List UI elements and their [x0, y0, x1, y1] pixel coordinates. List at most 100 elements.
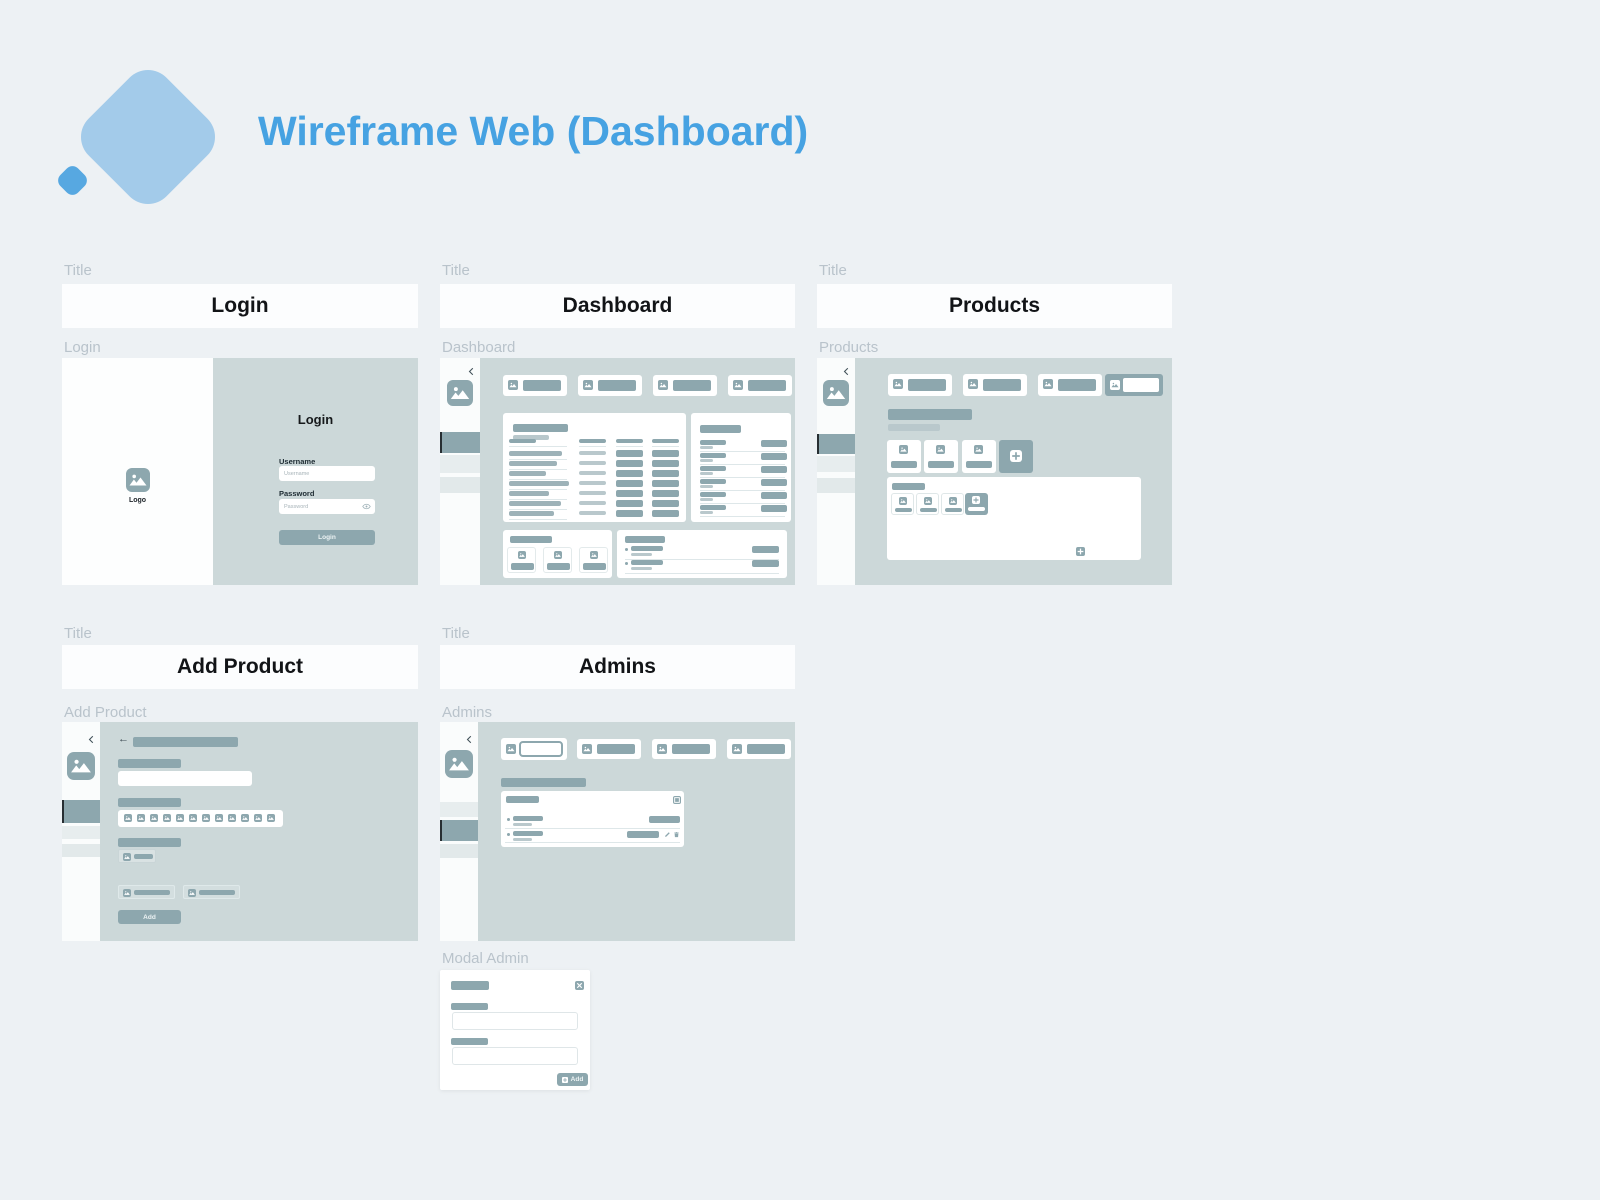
image-icon: [936, 445, 945, 454]
modal-add-button[interactable]: Add: [557, 1073, 588, 1086]
close-icon[interactable]: [575, 981, 584, 990]
product-name-input[interactable]: [118, 771, 252, 786]
icon-glyph: [674, 833, 679, 838]
icon-glyph: [735, 382, 738, 385]
collapse-sidebar-icon[interactable]: [843, 367, 849, 376]
placeholder-bar: [506, 796, 539, 803]
card-action-icon[interactable]: [673, 796, 681, 804]
sidebar-item[interactable]: [62, 826, 100, 839]
icon-glyph: [950, 500, 956, 503]
placeholder-bar: [895, 508, 912, 512]
placeholder-bar: [631, 567, 652, 570]
back-arrow[interactable]: ←: [118, 733, 129, 745]
placeholder-bar: [579, 491, 606, 495]
placeholder-bar: [579, 501, 606, 505]
search-input[interactable]: [1123, 378, 1159, 392]
icon-glyph: [674, 797, 680, 803]
sidebar-logo-placeholder: [67, 752, 95, 780]
icon-glyph: [452, 757, 457, 762]
image-icon: [924, 497, 932, 505]
sidebar-item[interactable]: [440, 477, 480, 493]
icon-glyph: [733, 747, 741, 752]
stat-icon: [968, 379, 978, 389]
frame-label: Title: [819, 262, 847, 279]
icon-glyph: [189, 892, 195, 895]
icon-glyph: [138, 816, 144, 820]
password-input[interactable]: Password: [279, 499, 375, 514]
icon-glyph: [466, 735, 472, 744]
add-product-card[interactable]: [999, 440, 1033, 473]
placeholder-bar: [199, 890, 235, 895]
icon-glyph: [450, 390, 470, 399]
collapse-sidebar-icon[interactable]: [466, 735, 472, 744]
modal-field-1[interactable]: [452, 1012, 578, 1030]
page-title-bar: [888, 409, 972, 420]
icon-glyph: [584, 746, 587, 749]
edit-icon[interactable]: [664, 831, 671, 838]
title-frame-dashboard: Dashboard: [440, 284, 795, 328]
sidebar-item-active[interactable]: [817, 434, 855, 454]
icon-glyph: [520, 553, 522, 555]
login-heading: Login: [297, 412, 334, 427]
placeholder-bar: [700, 466, 726, 471]
sidebar-item[interactable]: [440, 455, 480, 473]
placeholder-bar: [700, 440, 726, 445]
login-button[interactable]: Login: [279, 530, 375, 545]
add-button[interactable]: Add: [118, 910, 181, 924]
image-icon: [267, 814, 275, 822]
placeholder-bar: [616, 460, 643, 467]
divider-line: [509, 479, 567, 480]
icon-glyph: [256, 816, 258, 818]
sidebar-item[interactable]: [440, 802, 478, 817]
icon-glyph: [1012, 452, 1020, 460]
panel-action-button[interactable]: [1076, 547, 1085, 556]
placeholder-bar: [700, 505, 726, 510]
gallery-item: [579, 547, 608, 573]
sidebar-item[interactable]: [817, 456, 855, 472]
sidebar-item-active[interactable]: [440, 432, 480, 453]
placeholder-bar: [700, 425, 741, 433]
username-input[interactable]: Username: [279, 466, 375, 481]
delete-icon[interactable]: [673, 831, 680, 838]
field-label-bar: [451, 1038, 488, 1045]
sidebar-item[interactable]: [62, 844, 100, 857]
stat-icon: [658, 380, 668, 390]
category-chip[interactable]: [118, 849, 156, 863]
image-icon: [150, 814, 158, 822]
placeholder-bar: [625, 536, 665, 543]
sidebar-item-active[interactable]: [440, 820, 478, 841]
placeholder-bar: [761, 492, 787, 499]
option-chip[interactable]: [118, 885, 175, 899]
icon-glyph: [1111, 382, 1119, 388]
sidebar-item-active[interactable]: [62, 800, 100, 823]
icon-glyph: [969, 382, 977, 387]
search-input[interactable]: [519, 741, 563, 757]
divider-line: [509, 459, 567, 460]
placeholder-bar: [700, 511, 713, 514]
login-button-label: Login: [318, 534, 336, 541]
icon-glyph: [177, 817, 183, 820]
placeholder-bar: [513, 435, 549, 440]
add-mini-card[interactable]: [965, 493, 988, 515]
product-mini-card: [941, 493, 964, 515]
option-chip[interactable]: [183, 885, 240, 899]
icon-glyph: [1077, 548, 1084, 555]
add-product-wireframe-frame: ← Add: [62, 722, 418, 941]
sidebar-item[interactable]: [440, 844, 478, 858]
icon-glyph: [217, 816, 219, 818]
modal-field-2[interactable]: [452, 1047, 578, 1065]
placeholder-bar: [509, 471, 546, 476]
icon-glyph: [88, 735, 94, 744]
product-mini-card: [891, 493, 914, 515]
collapse-sidebar-icon[interactable]: [88, 735, 94, 744]
placeholder-bar: [700, 479, 726, 484]
placeholder-bar: [513, 424, 568, 432]
eye-icon[interactable]: [362, 503, 371, 510]
icon-glyph: [449, 761, 469, 771]
collapse-sidebar-icon[interactable]: [468, 367, 474, 376]
stat-card: [728, 375, 792, 396]
sidebar-item[interactable]: [817, 478, 855, 493]
icon-glyph: [973, 497, 979, 503]
icon-glyph: [229, 816, 235, 820]
icon-glyph: [843, 367, 849, 376]
